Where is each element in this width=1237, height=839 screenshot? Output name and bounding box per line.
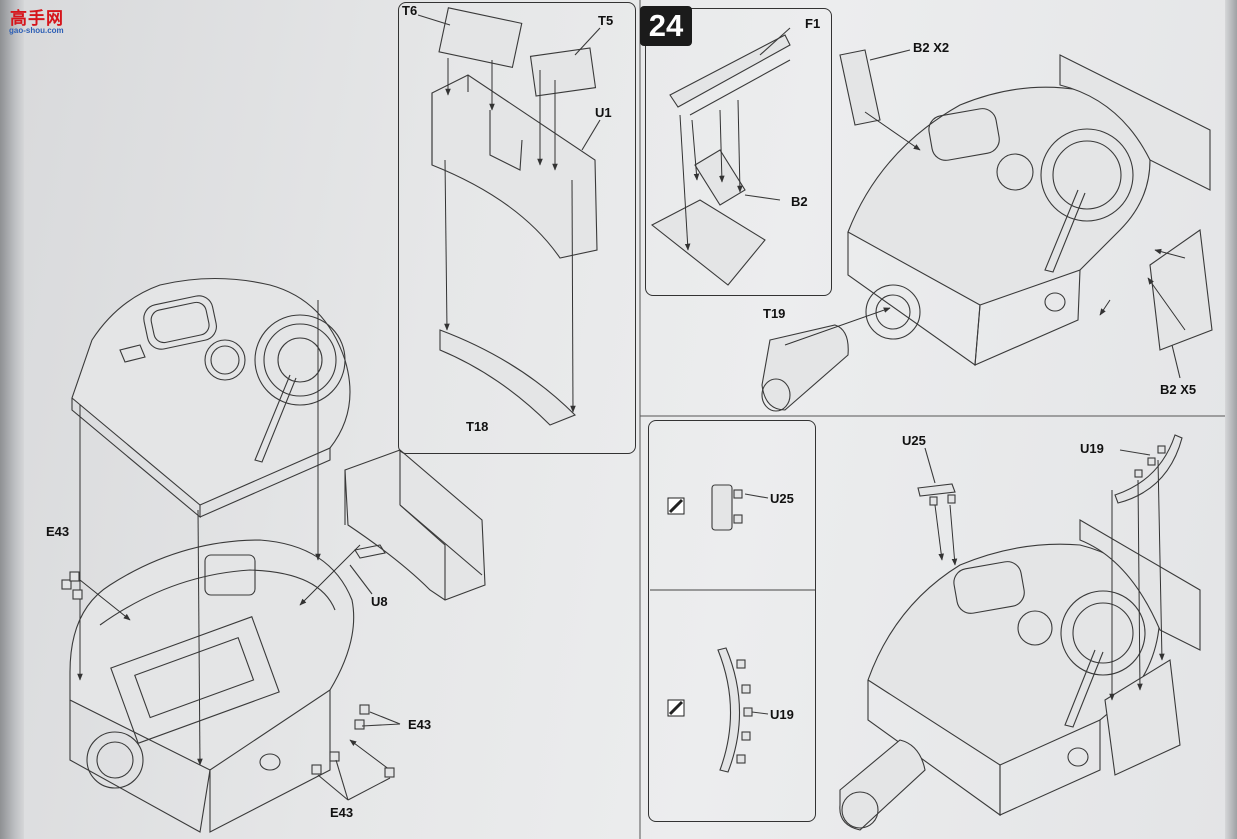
track-links-x5-drawing: [1149, 229, 1213, 351]
track-links-x2-drawing: [839, 49, 881, 126]
turret-roof-drawing: [71, 278, 351, 519]
label-u1: U1: [595, 105, 612, 120]
track-sprue-frame: [645, 8, 832, 296]
label-u19-top: U19: [1080, 441, 1104, 456]
upper-detail-frame: [398, 2, 636, 454]
watermark-logo: 高手网 gao-shou.com: [6, 4, 72, 38]
label-e43-right: E43: [408, 717, 432, 732]
label-b2: B2: [791, 194, 808, 209]
logo-url: gao-shou.com: [9, 26, 64, 35]
inset-armour-drawing: [431, 7, 598, 426]
label-u8: U8: [371, 594, 388, 609]
u19-top-part-drawing: [1114, 434, 1183, 504]
part-e43-right-pieces: [311, 704, 395, 778]
turret-final-drawing: [839, 519, 1201, 831]
label-e43-left: E43: [46, 524, 70, 539]
turret-body-drawing: [69, 539, 355, 833]
u25-part-drawing: [667, 484, 743, 531]
label-f1: F1: [805, 16, 821, 31]
armour-block-drawing: [344, 449, 486, 601]
label-t5: T5: [598, 13, 614, 28]
binding-gutter: [0, 0, 24, 839]
label-u19-inset: U19: [770, 707, 794, 722]
label-u25-inset: U25: [770, 491, 794, 506]
step-number: 24: [640, 6, 692, 46]
label-t19: T19: [763, 306, 786, 321]
parts-detail-frame: [648, 420, 816, 822]
label-t18: T18: [466, 419, 489, 434]
label-b2-x5: B2 X5: [1160, 382, 1197, 397]
turret-with-tracks-drawing: [761, 54, 1211, 412]
label-e43-bottom: E43: [330, 805, 354, 820]
u19-part-drawing: [667, 647, 753, 773]
label-t6: T6: [402, 3, 418, 18]
label-u25-top: U25: [902, 433, 926, 448]
label-b2-x2: B2 X2: [913, 40, 950, 55]
logo-text: 高手网: [10, 9, 64, 28]
u25-top-part-drawing: [917, 483, 956, 506]
page-edge: [1225, 0, 1237, 839]
part-e43-left-pieces: [61, 571, 83, 600]
